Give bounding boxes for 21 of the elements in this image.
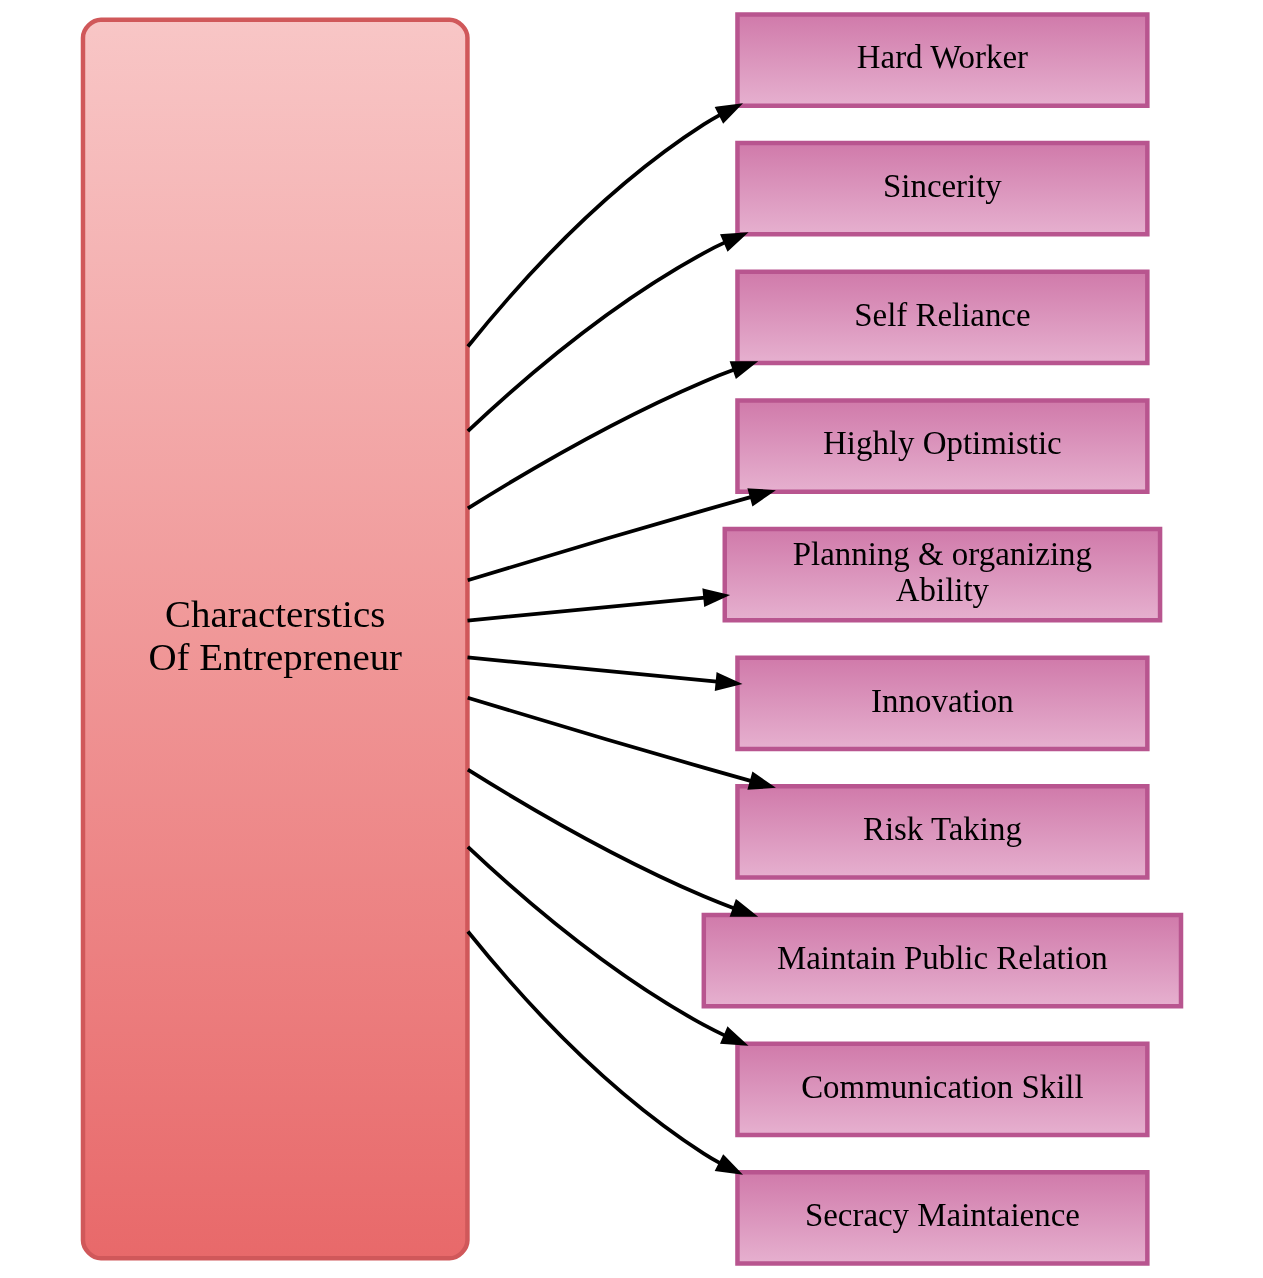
arrow — [466, 768, 758, 917]
node-box: Innovation — [734, 655, 1150, 752]
arrow — [465, 930, 743, 1175]
node-box: Communication Skill — [734, 1041, 1150, 1138]
node-box: Highly Optimistic — [734, 398, 1150, 494]
arrow — [465, 103, 743, 348]
arrow — [466, 655, 742, 691]
arrow — [466, 232, 749, 433]
arrow — [466, 845, 749, 1046]
node-box: Hard Worker — [734, 12, 1150, 108]
arrow — [466, 588, 730, 623]
arrow — [466, 488, 776, 582]
node-box: Secracy Maintaience — [734, 1170, 1150, 1266]
node-box: Sincerity — [734, 140, 1150, 237]
arrow — [466, 696, 776, 790]
node-box: Risk Taking — [734, 784, 1150, 880]
node-box: Characterstics Of Entrepreneur — [80, 17, 470, 1261]
node-box: Maintain Public Relation — [701, 912, 1183, 1009]
arrow — [466, 361, 758, 510]
node-box: Planning & organizing Ability — [722, 526, 1162, 623]
node-box: Self Reliance — [734, 269, 1150, 366]
